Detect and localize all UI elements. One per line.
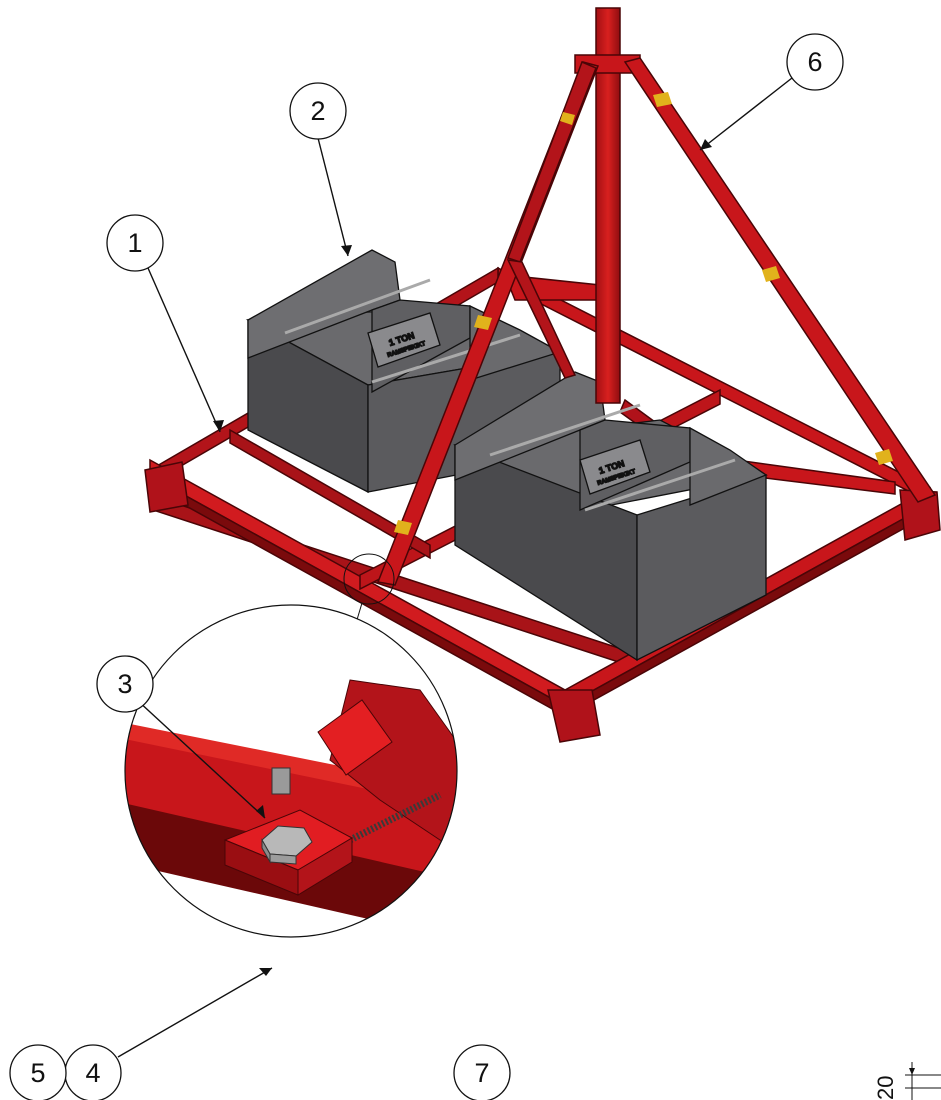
leader-arrowheads	[213, 139, 712, 976]
balloon-7: 7	[453, 1044, 511, 1100]
dimension-label: 20	[873, 1076, 898, 1100]
balloon-3: 3	[96, 655, 154, 713]
dimension-marker: 20	[873, 1062, 941, 1100]
mast-pole	[574, 7, 641, 404]
balloon-2: 2	[289, 82, 347, 140]
svg-text:7: 7	[474, 1058, 489, 1088]
ballast-block-right: 1 TON RAMSPEKIKT	[453, 371, 768, 662]
svg-text:1: 1	[127, 228, 142, 258]
svg-text:2: 2	[310, 96, 325, 126]
detail-callout-circle	[343, 553, 395, 605]
bolt-thread-end	[271, 767, 291, 795]
svg-text:5: 5	[30, 1058, 45, 1088]
balloon-5: 5	[9, 1044, 67, 1100]
svg-text:6: 6	[807, 47, 822, 77]
svg-text:3: 3	[117, 669, 132, 699]
detail-view	[124, 553, 458, 938]
balloon-4: 4	[64, 1044, 122, 1100]
balloon-6: 6	[786, 33, 844, 91]
svg-text:4: 4	[85, 1058, 100, 1088]
tripod-legs	[376, 57, 937, 586]
leader-lines	[117, 77, 793, 1058]
balloon-1: 1	[106, 214, 164, 272]
